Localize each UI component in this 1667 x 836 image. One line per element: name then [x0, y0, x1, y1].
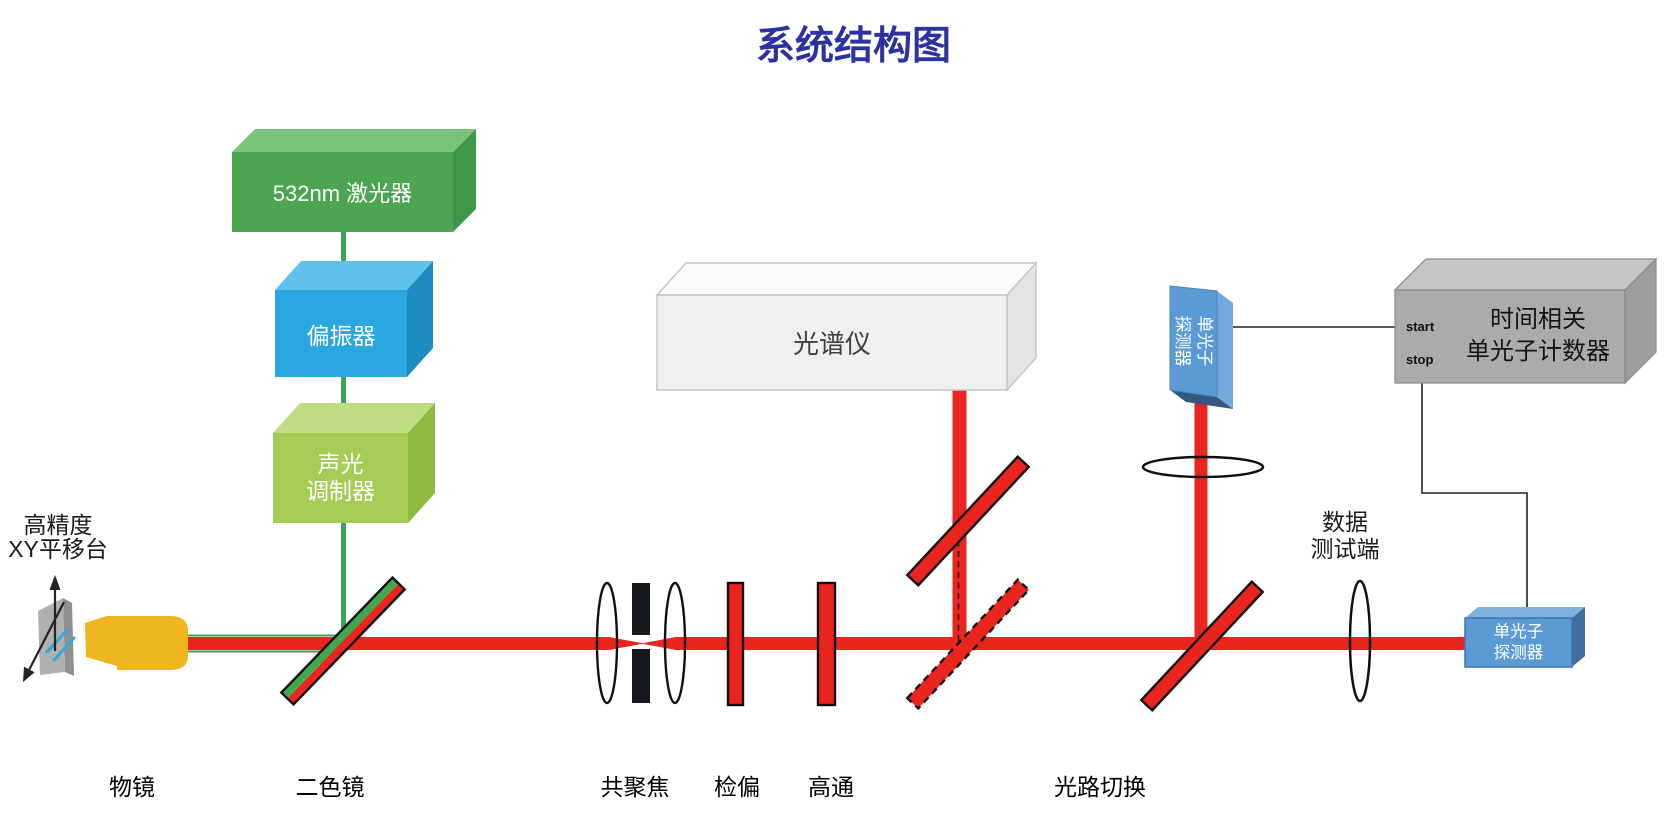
- top-detector-lens: [1141, 455, 1265, 479]
- highpass-label: 高通: [808, 774, 854, 800]
- laser-label: 532nm 激光器: [272, 181, 413, 206]
- spectrometer-box: [655, 261, 1038, 392]
- confocal-lens-left: [595, 581, 619, 705]
- confocal-lens-right: [663, 581, 687, 705]
- tcspc-start-port-label: start: [1406, 319, 1435, 334]
- aom-label-line1: 声光: [317, 451, 364, 477]
- beam-to-top-detector: [1194, 396, 1208, 650]
- analyzer-label: 检偏: [714, 774, 760, 800]
- tcspc-stop-port-label: stop: [1406, 352, 1434, 367]
- stop-wire: [1421, 383, 1528, 608]
- polarizer-label: 偏振器: [306, 322, 376, 349]
- xy-stage-label-line2: XY平移台: [8, 536, 108, 562]
- right-detector-label-line1: 单光子: [1493, 622, 1544, 641]
- path-switch-label: 光路切换: [1054, 774, 1146, 800]
- beam-converging: [609, 637, 644, 650]
- laser-beam-main-right: [676, 637, 1465, 650]
- aom-label-line2: 调制器: [306, 478, 375, 504]
- right-detector-label-line2: 探测器: [1493, 643, 1544, 662]
- objective-label: 物镜: [109, 774, 155, 800]
- xy-stage-icon: [23, 575, 76, 682]
- tcspc-label-line2: 单光子计数器: [1466, 338, 1610, 365]
- polarizer-box: [275, 261, 433, 377]
- pinhole-slit-top: [632, 583, 650, 635]
- objective-lens-body: [85, 616, 188, 670]
- aom-box: [273, 403, 435, 523]
- dichroic-mirror: [279, 575, 407, 707]
- beam-diverging: [641, 637, 676, 650]
- dichroic-label: 二色镜: [295, 774, 365, 800]
- laser-box: [232, 129, 476, 232]
- xy-stage-label-line1: 高精度: [23, 512, 93, 538]
- laser-beam-main-left: [188, 637, 609, 650]
- green-beam-upper: [188, 634, 342, 637]
- data-port-label-line1: 数据: [1322, 509, 1368, 535]
- tcspc-box: [1393, 257, 1658, 385]
- spectrometer-mirror: [905, 454, 1031, 588]
- confocal-label: 共聚焦: [600, 774, 670, 800]
- detector-mirror: [1139, 579, 1265, 713]
- green-beam-lower: [188, 650, 342, 653]
- top-detector-label-line1: 单光子: [1195, 315, 1214, 367]
- top-detector-label-line2: 探测器: [1173, 315, 1192, 367]
- data-port-label-line2: 测试端: [1310, 536, 1380, 562]
- diagram-title: 系统结构图: [756, 25, 952, 68]
- top-detector-box: [1169, 285, 1233, 409]
- switchable-mirror-dashed: [905, 577, 1031, 711]
- spectrometer-label: 光谱仪: [792, 329, 871, 359]
- right-detector-lens: [1348, 579, 1372, 703]
- pinhole-slit-bottom: [632, 649, 650, 703]
- tcspc-label-line1: 时间相关: [1490, 306, 1586, 333]
- highpass-plate: [816, 581, 837, 707]
- right-detector-box: [1464, 607, 1585, 668]
- analyzer-plate: [726, 581, 745, 707]
